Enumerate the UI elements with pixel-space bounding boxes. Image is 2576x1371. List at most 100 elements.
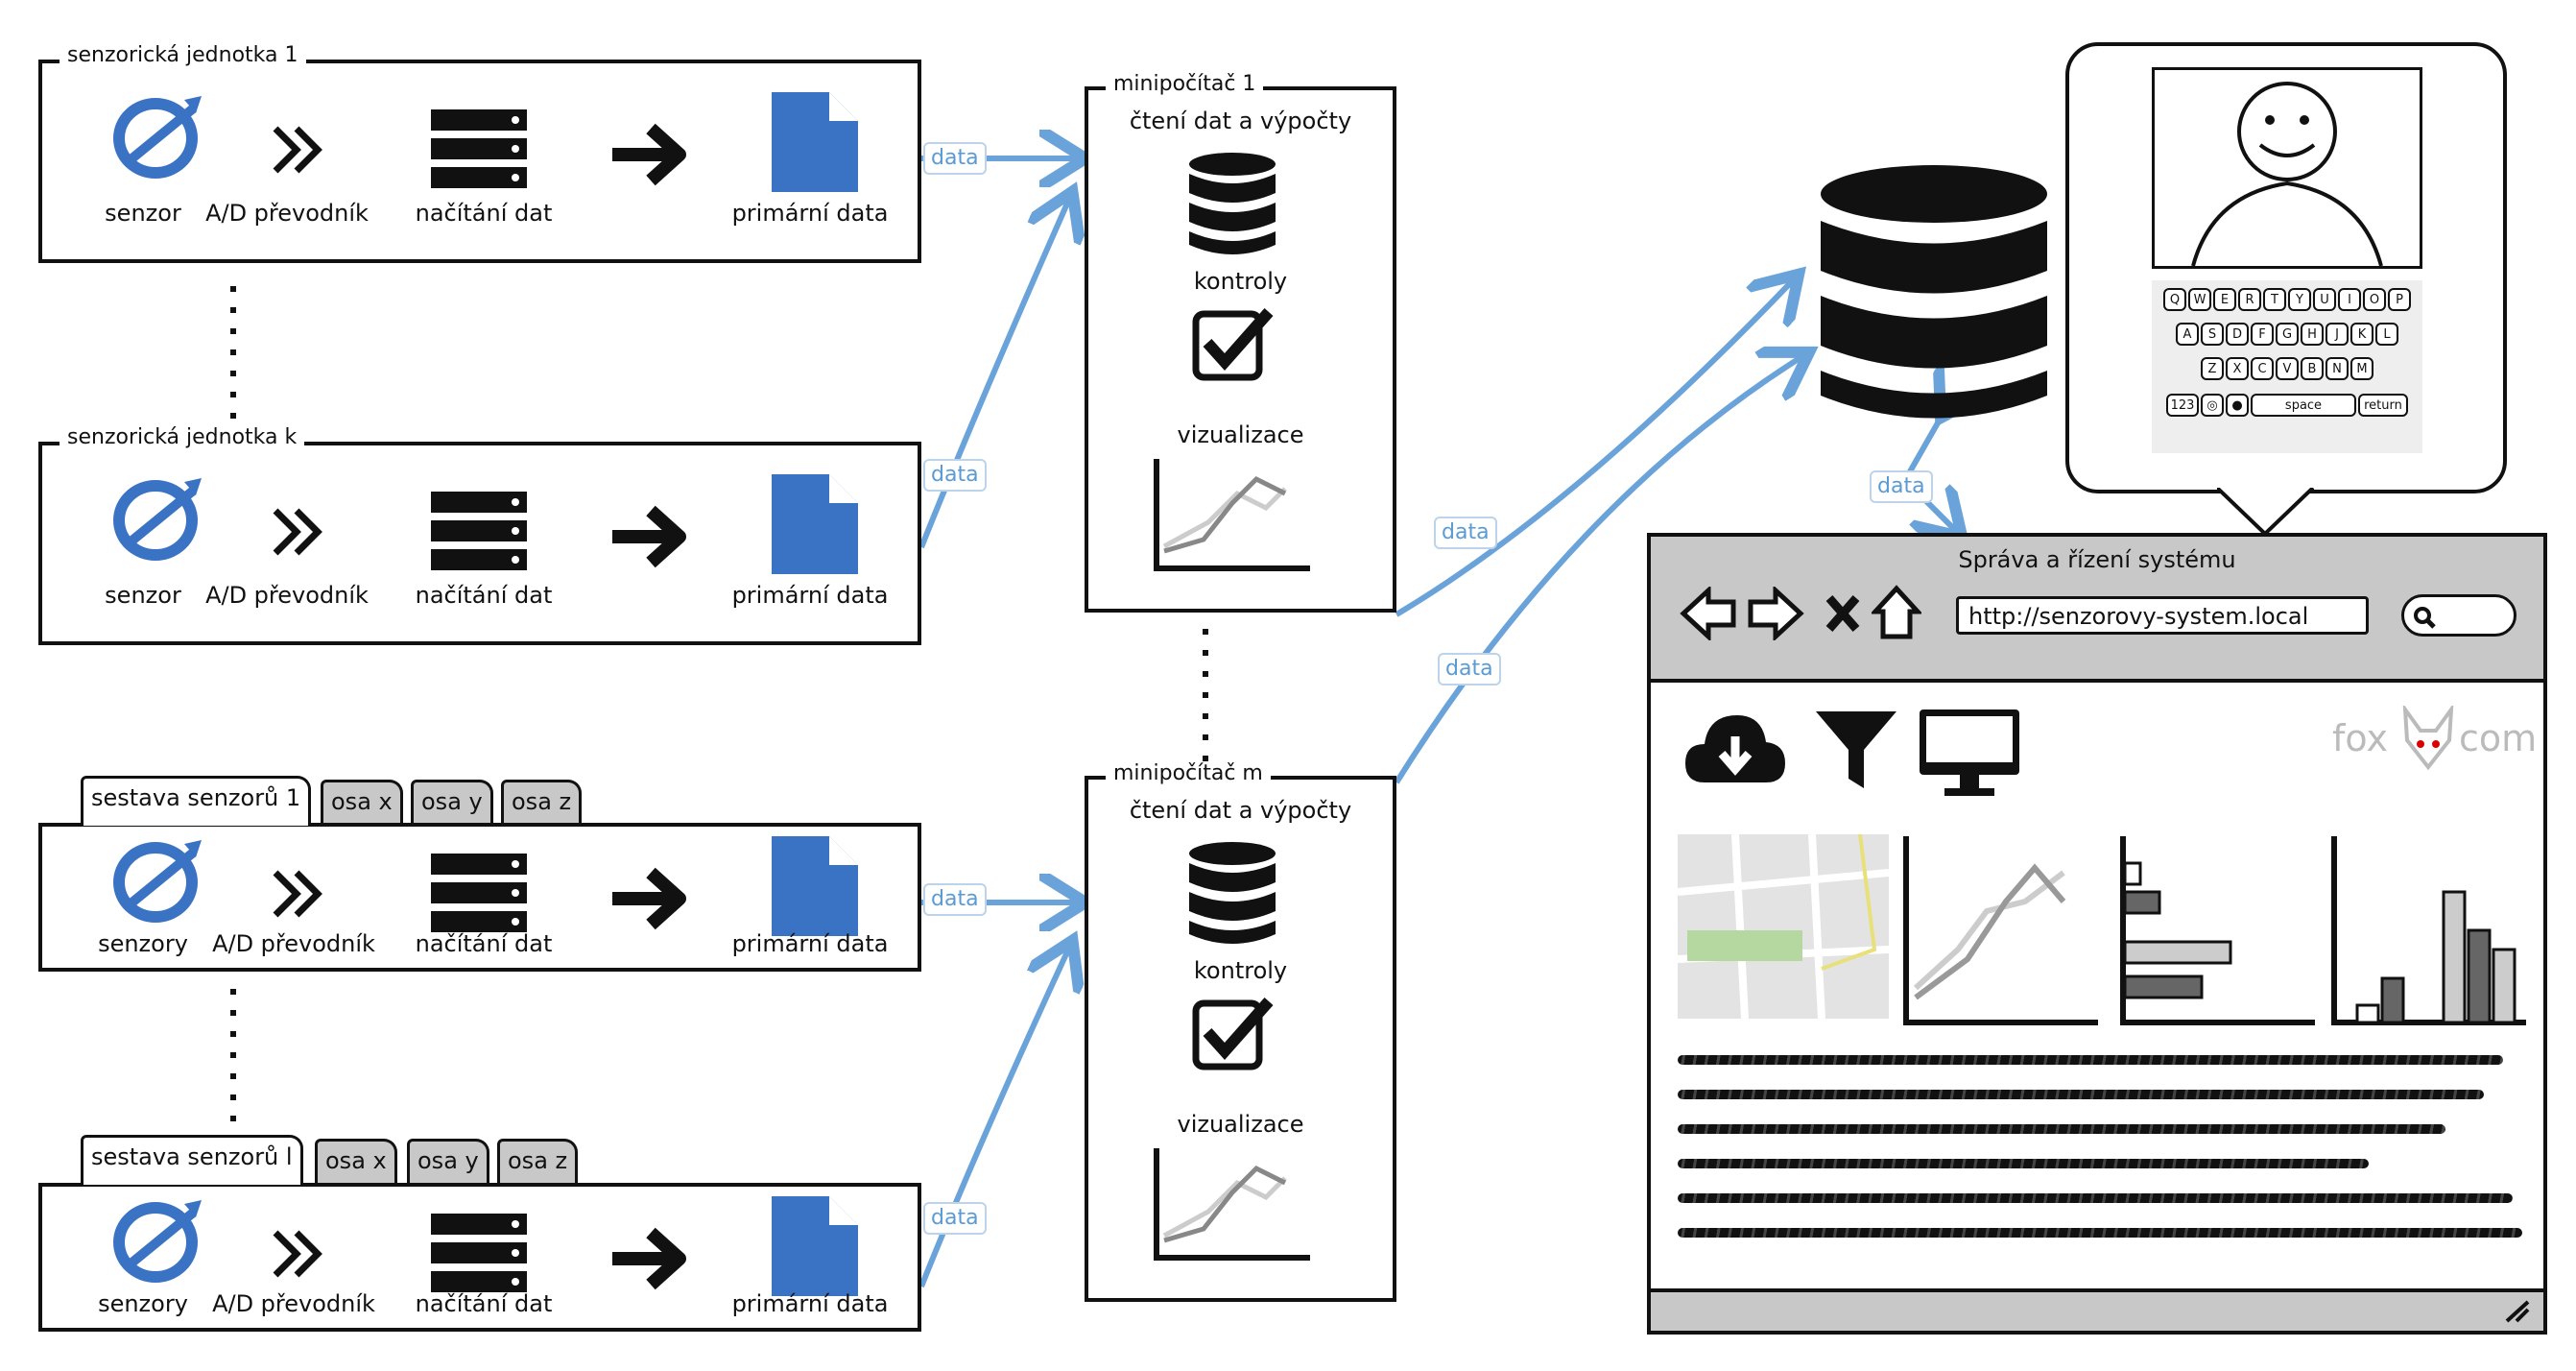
database-icon bbox=[1819, 165, 2049, 428]
key[interactable]: M bbox=[2350, 357, 2373, 380]
sensor-label: senzor bbox=[105, 582, 181, 609]
key-return[interactable]: return bbox=[2358, 394, 2408, 417]
key[interactable]: Q bbox=[2163, 288, 2186, 311]
key-globe[interactable]: ◎ bbox=[2201, 394, 2224, 417]
forward-icon[interactable] bbox=[1747, 587, 1804, 640]
key[interactable]: Z bbox=[2201, 357, 2224, 380]
browser-toolbar: Správa a řízení systému http://senzorovy… bbox=[1651, 537, 2543, 683]
sensor-unit-1: senzor A/D převodník načítání dat primár… bbox=[38, 60, 921, 263]
tab-sensor-set[interactable]: sestava senzorů 1 bbox=[81, 776, 312, 826]
computer-subtitle: čtení dat a výpočty bbox=[1129, 108, 1352, 134]
key[interactable]: W bbox=[2188, 288, 2211, 311]
computer-subtitle: čtení dat a výpočty bbox=[1129, 797, 1352, 824]
arrow-unitk-to-pc1 bbox=[918, 197, 1070, 549]
server-icon bbox=[431, 854, 527, 938]
key[interactable]: D bbox=[2226, 323, 2249, 346]
key[interactable]: X bbox=[2226, 357, 2249, 380]
logo-right: com bbox=[2459, 717, 2538, 759]
browser-window: Správa a řízení systému http://senzorovy… bbox=[1647, 533, 2547, 1335]
arrow-right-icon bbox=[608, 1225, 695, 1296]
key[interactable]: F bbox=[2251, 323, 2274, 346]
cloud-download-icon[interactable] bbox=[1685, 710, 1785, 790]
sensor-unit-k: senzor A/D převodník načítání dat primár… bbox=[38, 442, 921, 645]
reading-label: načítání dat bbox=[415, 200, 553, 227]
sensor-set-l: senzory A/D převodník načítání dat primá… bbox=[38, 1183, 921, 1332]
key[interactable]: S bbox=[2201, 323, 2224, 346]
text-block bbox=[1678, 1055, 2522, 1247]
tab-axis-z[interactable]: osa z bbox=[501, 780, 583, 824]
logo: fox com bbox=[2332, 706, 2537, 782]
tab-axis-z[interactable]: osa z bbox=[497, 1139, 579, 1183]
data-label: data bbox=[1870, 470, 1933, 503]
line-chart-icon bbox=[1151, 1144, 1314, 1268]
key[interactable]: V bbox=[2276, 357, 2299, 380]
url-field[interactable]: http://senzorovy-system.local bbox=[1956, 596, 2369, 635]
key[interactable]: B bbox=[2301, 357, 2324, 380]
key[interactable]: H bbox=[2301, 323, 2324, 346]
dots-sets bbox=[230, 989, 236, 1123]
key[interactable]: Y bbox=[2288, 288, 2311, 311]
key[interactable]: J bbox=[2326, 323, 2349, 346]
checks-label: kontroly bbox=[1193, 957, 1288, 984]
tab-axis-x[interactable]: osa x bbox=[321, 780, 403, 824]
tab-axis-y[interactable]: osa y bbox=[407, 1139, 489, 1183]
data-label: data bbox=[923, 883, 987, 916]
bar-chart-icon bbox=[2120, 836, 2315, 1025]
key[interactable]: T bbox=[2263, 288, 2286, 311]
close-icon[interactable] bbox=[1824, 592, 1862, 635]
tab-axis-x[interactable]: osa x bbox=[315, 1139, 397, 1183]
key[interactable]: N bbox=[2326, 357, 2349, 380]
tab-sensor-set[interactable]: sestava senzorů l bbox=[81, 1135, 303, 1185]
key-space[interactable]: space bbox=[2251, 394, 2356, 417]
data-label: data bbox=[923, 142, 987, 175]
key[interactable]: L bbox=[2375, 323, 2398, 346]
resize-grip-icon[interactable] bbox=[2503, 1298, 2532, 1325]
checks-label: kontroly bbox=[1193, 268, 1288, 295]
computer-title: minipočítač m bbox=[1106, 761, 1271, 786]
filter-icon[interactable] bbox=[1816, 711, 1896, 792]
home-icon[interactable] bbox=[1872, 585, 1921, 642]
sensors-label: senzory bbox=[98, 930, 188, 957]
key[interactable]: O bbox=[2363, 288, 2386, 311]
arrow-setl-to-pcm bbox=[918, 946, 1070, 1288]
key[interactable]: C bbox=[2251, 357, 2274, 380]
key[interactable]: G bbox=[2276, 323, 2299, 346]
key[interactable]: E bbox=[2213, 288, 2236, 311]
chevron-right-double-icon bbox=[268, 503, 325, 565]
document-icon bbox=[772, 92, 858, 196]
key[interactable]: K bbox=[2350, 323, 2373, 346]
key[interactable]: U bbox=[2313, 288, 2336, 311]
tab-axis-y[interactable]: osa y bbox=[411, 780, 493, 824]
dots-units bbox=[230, 286, 236, 421]
arrow-right-icon bbox=[608, 865, 695, 936]
key[interactable]: I bbox=[2338, 288, 2361, 311]
search-field[interactable] bbox=[2401, 594, 2516, 637]
key[interactable]: A bbox=[2176, 323, 2199, 346]
primary-data-label: primární data bbox=[731, 1290, 889, 1317]
sensor-set-1: senzory A/D převodník načítání dat primá… bbox=[38, 823, 921, 972]
map-icon bbox=[1678, 834, 1889, 1019]
data-label: data bbox=[1438, 653, 1501, 686]
visualization-label: vizualizace bbox=[1177, 421, 1304, 448]
key[interactable]: R bbox=[2238, 288, 2261, 311]
ad-converter-label: A/D převodník bbox=[205, 582, 369, 609]
sensor-icon bbox=[109, 474, 205, 565]
avatar bbox=[2152, 67, 2422, 269]
logo-left: fox bbox=[2332, 717, 2388, 759]
arrow-right-icon bbox=[608, 503, 695, 574]
primary-data-label: primární data bbox=[731, 200, 889, 227]
key-mic[interactable]: ● bbox=[2226, 394, 2249, 417]
key-123[interactable]: 123 bbox=[2166, 394, 2199, 417]
back-icon[interactable] bbox=[1680, 587, 1737, 640]
chevron-right-double-icon bbox=[268, 121, 325, 182]
server-icon bbox=[431, 492, 527, 576]
database-icon bbox=[1189, 153, 1276, 260]
key[interactable]: P bbox=[2388, 288, 2411, 311]
primary-data-label: primární data bbox=[731, 930, 889, 957]
ad-converter-label: A/D převodník bbox=[212, 1290, 375, 1317]
monitor-icon[interactable] bbox=[1920, 710, 2019, 798]
search-icon bbox=[2414, 607, 2436, 629]
